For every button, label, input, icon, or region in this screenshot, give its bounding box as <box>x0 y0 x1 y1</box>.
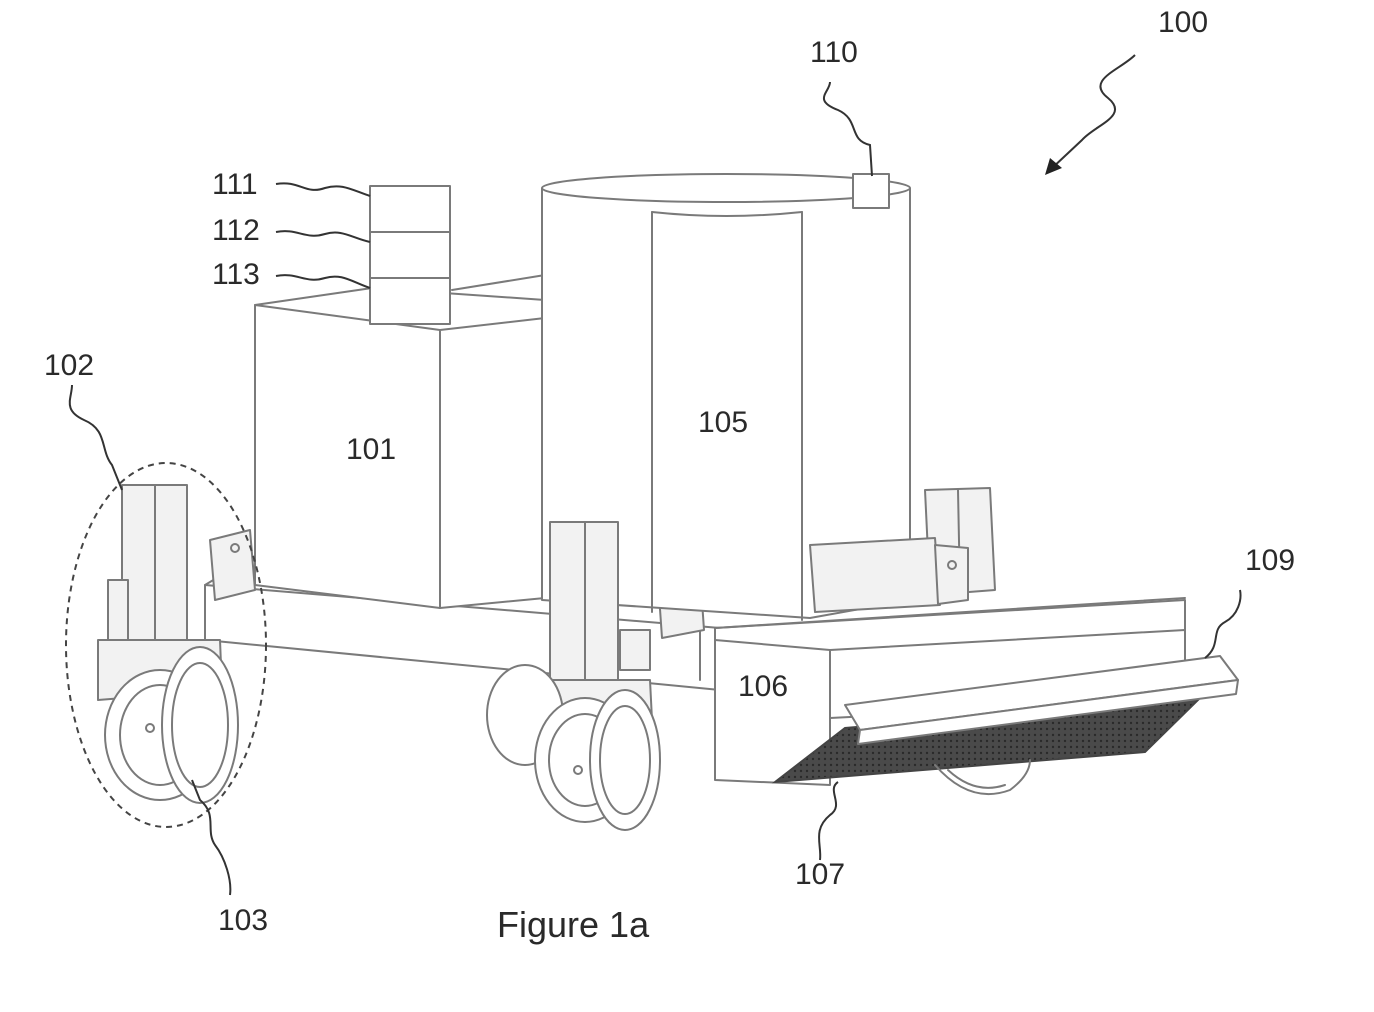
label-112: 112 <box>212 214 260 247</box>
front-left-wheel-unit <box>98 485 238 803</box>
label-110: 110 <box>810 36 858 69</box>
label-100: 100 <box>1158 6 1208 39</box>
label-106: 106 <box>738 670 788 703</box>
label-111: 111 <box>212 168 258 201</box>
label-107: 107 <box>795 858 845 891</box>
figure-caption: Figure 1a <box>497 904 650 945</box>
label-109: 109 <box>1245 544 1295 577</box>
module-stack <box>370 186 450 324</box>
sensor-box <box>853 174 889 208</box>
label-103: 103 <box>218 904 268 937</box>
label-113: 113 <box>212 258 260 291</box>
label-101: 101 <box>346 433 396 466</box>
label-102: 102 <box>44 349 94 382</box>
label-105: 105 <box>698 406 748 439</box>
